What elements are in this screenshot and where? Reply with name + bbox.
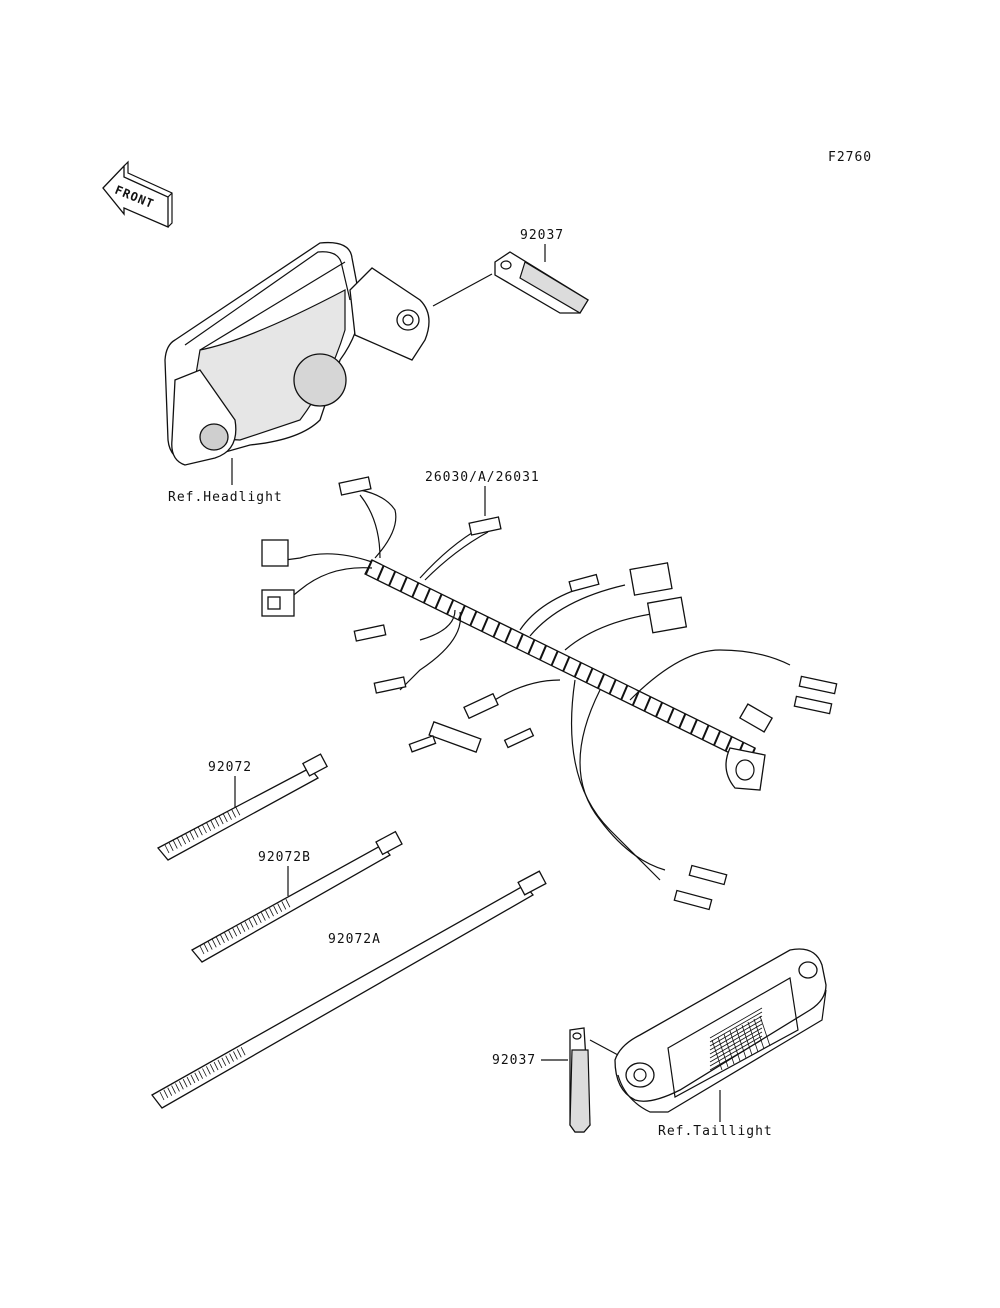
figure-code: F2760 bbox=[828, 150, 872, 165]
wire-harness bbox=[261, 476, 838, 911]
clip-bottom bbox=[569, 1027, 591, 1133]
clip-bottom-label: 92037 bbox=[492, 1053, 536, 1068]
tie-92072b-label: 92072B bbox=[258, 850, 311, 865]
tie-92072-label: 92072 bbox=[208, 760, 252, 775]
tie-serrations bbox=[159, 807, 291, 1101]
front-arrow-icon: FRONT bbox=[102, 160, 173, 228]
harness-label: 26030/A/26031 bbox=[425, 470, 540, 485]
headlight-assembly bbox=[164, 241, 430, 466]
cable-tie-92072a bbox=[151, 870, 547, 1109]
clip-bottom-connector-line bbox=[589, 1039, 619, 1056]
clip-top-connector-line bbox=[432, 273, 493, 307]
clip-top bbox=[494, 251, 589, 314]
taillight-assembly bbox=[614, 948, 827, 1113]
tie-92072a-label: 92072A bbox=[328, 932, 381, 947]
ref-headlight-label: Ref.Headlight bbox=[168, 490, 283, 505]
clip-top-label: 92037 bbox=[520, 228, 564, 243]
ref-taillight-label: Ref.Taillight bbox=[658, 1124, 773, 1139]
cable-tie-92072b bbox=[190, 830, 403, 963]
